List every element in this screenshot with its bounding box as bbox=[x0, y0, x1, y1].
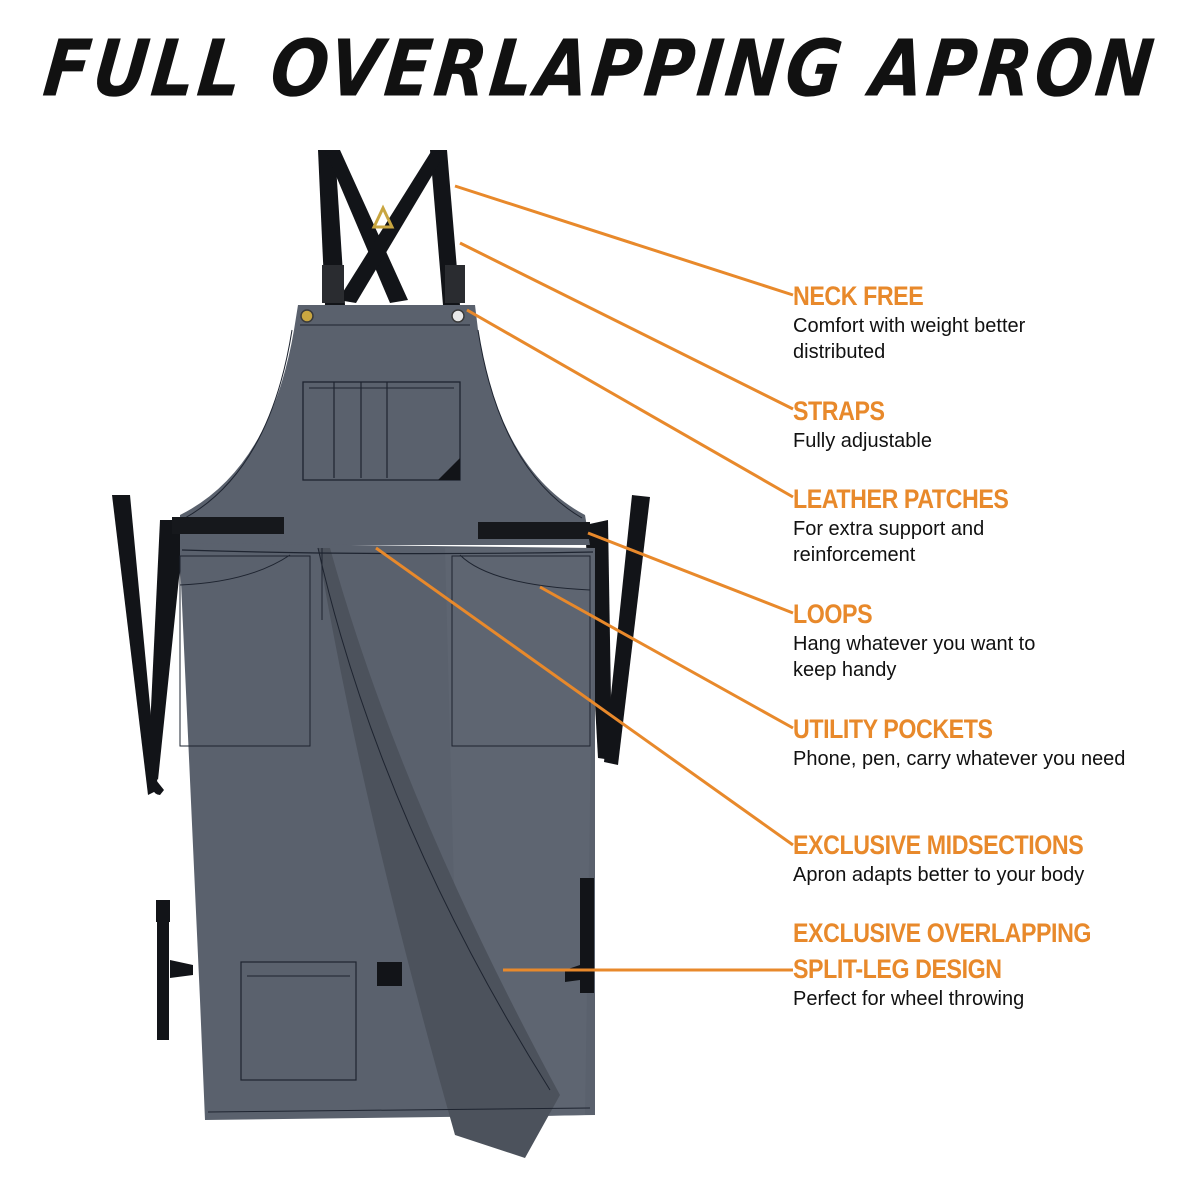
feature-straps: STRAPS Fully adjustable bbox=[793, 396, 1173, 454]
velcro-patch-right bbox=[478, 522, 590, 539]
feature-heading: LOOPS bbox=[793, 599, 873, 629]
right-utility-pocket bbox=[451, 554, 591, 747]
feature-neck-free: NECK FREE Comfort with weight better dis… bbox=[793, 281, 1173, 365]
feature-heading: LEATHER PATCHES bbox=[793, 484, 1009, 514]
logo-patch-icon bbox=[438, 458, 460, 480]
leather-patch-left bbox=[322, 265, 344, 303]
feature-heading: NECK FREE bbox=[793, 281, 924, 311]
velcro-patch-left bbox=[172, 517, 284, 534]
leader-neck-free bbox=[454, 184, 794, 297]
left-leg-strap bbox=[156, 900, 193, 1040]
feature-leather-patches: LEATHER PATCHES For extra support and re… bbox=[793, 484, 1173, 568]
feature-description: Comfort with weight better distributed bbox=[793, 315, 1026, 363]
lower-pocket bbox=[240, 961, 357, 1081]
leather-patch-right bbox=[445, 265, 465, 303]
leader-lines bbox=[375, 184, 794, 972]
leader-midsections bbox=[375, 546, 794, 847]
feature-description: For extra support and reinforcement bbox=[793, 518, 985, 566]
chest-pocket bbox=[302, 381, 461, 481]
leader-leather-patches bbox=[466, 308, 794, 499]
feature-heading: EXCLUSIVE MIDSECTIONS bbox=[793, 830, 1084, 860]
feature-description: Fully adjustable bbox=[793, 430, 932, 452]
apron-bib bbox=[180, 305, 590, 545]
feature-description: Apron adapts better to your body bbox=[793, 864, 1085, 886]
left-waist-tie bbox=[112, 495, 185, 795]
feature-utility-pockets: UTILITY POCKETS Phone, pen, carry whatev… bbox=[793, 714, 1173, 772]
leader-loops bbox=[587, 531, 794, 615]
feature-loops: LOOPS Hang whatever you want to keep han… bbox=[793, 599, 1173, 683]
grommet-icon bbox=[300, 309, 314, 323]
feature-description: Hang whatever you want to keep handy bbox=[793, 633, 1036, 681]
feature-heading: UTILITY POCKETS bbox=[793, 714, 993, 744]
leader-straps bbox=[459, 241, 794, 411]
feature-heading-line-2: SPLIT-LEG DESIGN bbox=[793, 954, 1002, 984]
feature-description: Phone, pen, carry whatever you need bbox=[793, 748, 1126, 770]
triangle-ring-icon bbox=[371, 204, 395, 229]
feature-exclusive-midsections: EXCLUSIVE MIDSECTIONS Apron adapts bette… bbox=[793, 830, 1173, 888]
feature-split-leg-design: EXCLUSIVE OVERLAPPING SPLIT-LEG DESIGN P… bbox=[793, 918, 1173, 1012]
leader-utility-pockets bbox=[539, 585, 794, 730]
feature-heading-line-1: EXCLUSIVE OVERLAPPING bbox=[793, 918, 1092, 948]
feature-description: Perfect for wheel throwing bbox=[793, 988, 1025, 1010]
buckle-icon bbox=[377, 962, 402, 986]
left-utility-pocket bbox=[179, 554, 311, 747]
feature-heading: STRAPS bbox=[793, 396, 885, 426]
grommet-icon bbox=[451, 309, 465, 323]
